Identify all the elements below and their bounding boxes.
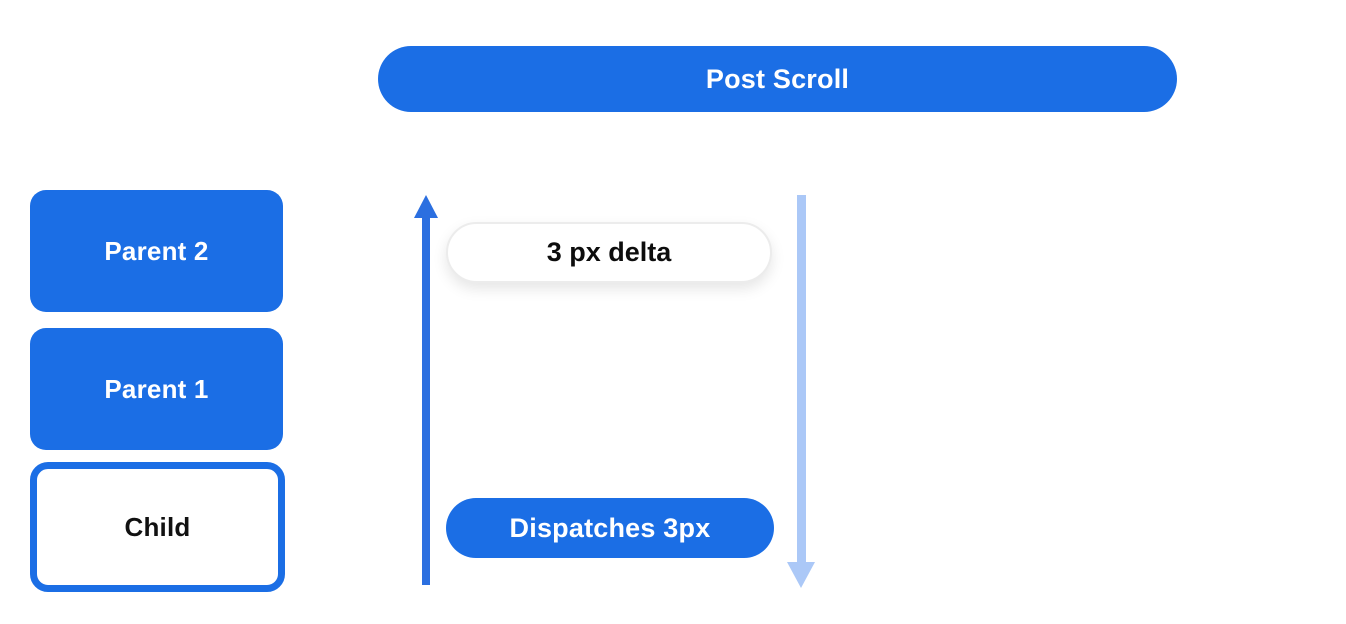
parent2-label: Parent 2 — [104, 235, 209, 266]
parent1-label: Parent 1 — [104, 373, 209, 404]
child-label: Child — [124, 511, 191, 542]
child-box: Child — [30, 462, 285, 592]
dispatch-pill-label: Dispatches 3px — [509, 512, 711, 543]
down-arrow-icon — [787, 195, 815, 588]
post-scroll-pill: Post Scroll — [378, 46, 1177, 112]
down-arrowhead — [787, 562, 815, 588]
up-arrowhead — [414, 195, 438, 218]
down-arrow-shaft — [796, 195, 806, 562]
up-arrow-icon — [413, 195, 439, 585]
delta-pill-label: 3 px delta — [546, 237, 672, 267]
delta-pill: 3 px delta — [446, 222, 772, 283]
dispatch-pill: Dispatches 3px — [446, 498, 774, 558]
up-arrow-shaft — [422, 218, 430, 585]
parent2-box: Parent 2 — [30, 190, 283, 312]
parent1-box: Parent 1 — [30, 328, 283, 450]
post-scroll-label: Post Scroll — [705, 63, 850, 94]
